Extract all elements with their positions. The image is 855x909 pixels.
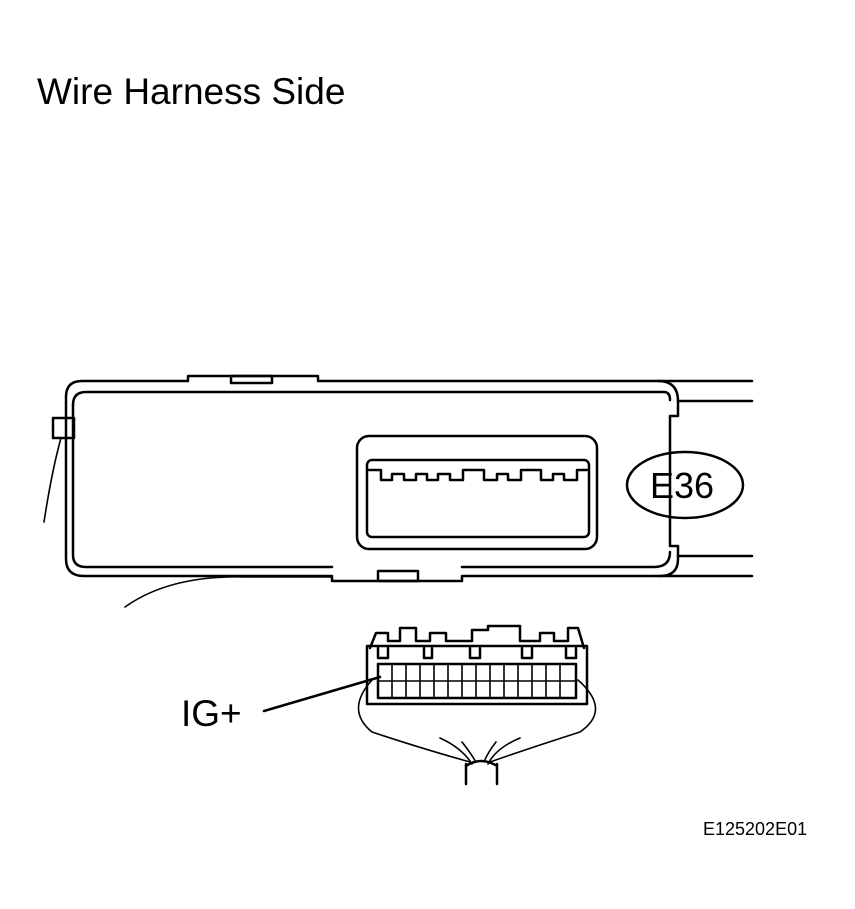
connector-id-label: E36 [650,465,714,506]
leader-line [262,675,382,713]
wire-bundle [357,679,597,786]
harness-connector [357,624,597,786]
connector-tag-oval [625,450,745,520]
diagram-title: Wire Harness Side [37,71,346,112]
connector-tag: E36 [625,450,745,520]
terminal-label-ig-plus: IG+ [181,693,242,734]
ig-plus-callout: IG+ [181,675,382,734]
terminal-grid [376,662,578,700]
ecu-housing [43,374,754,608]
figure-code: E125202E01 [703,819,808,839]
ecu-receptacle [355,434,599,551]
